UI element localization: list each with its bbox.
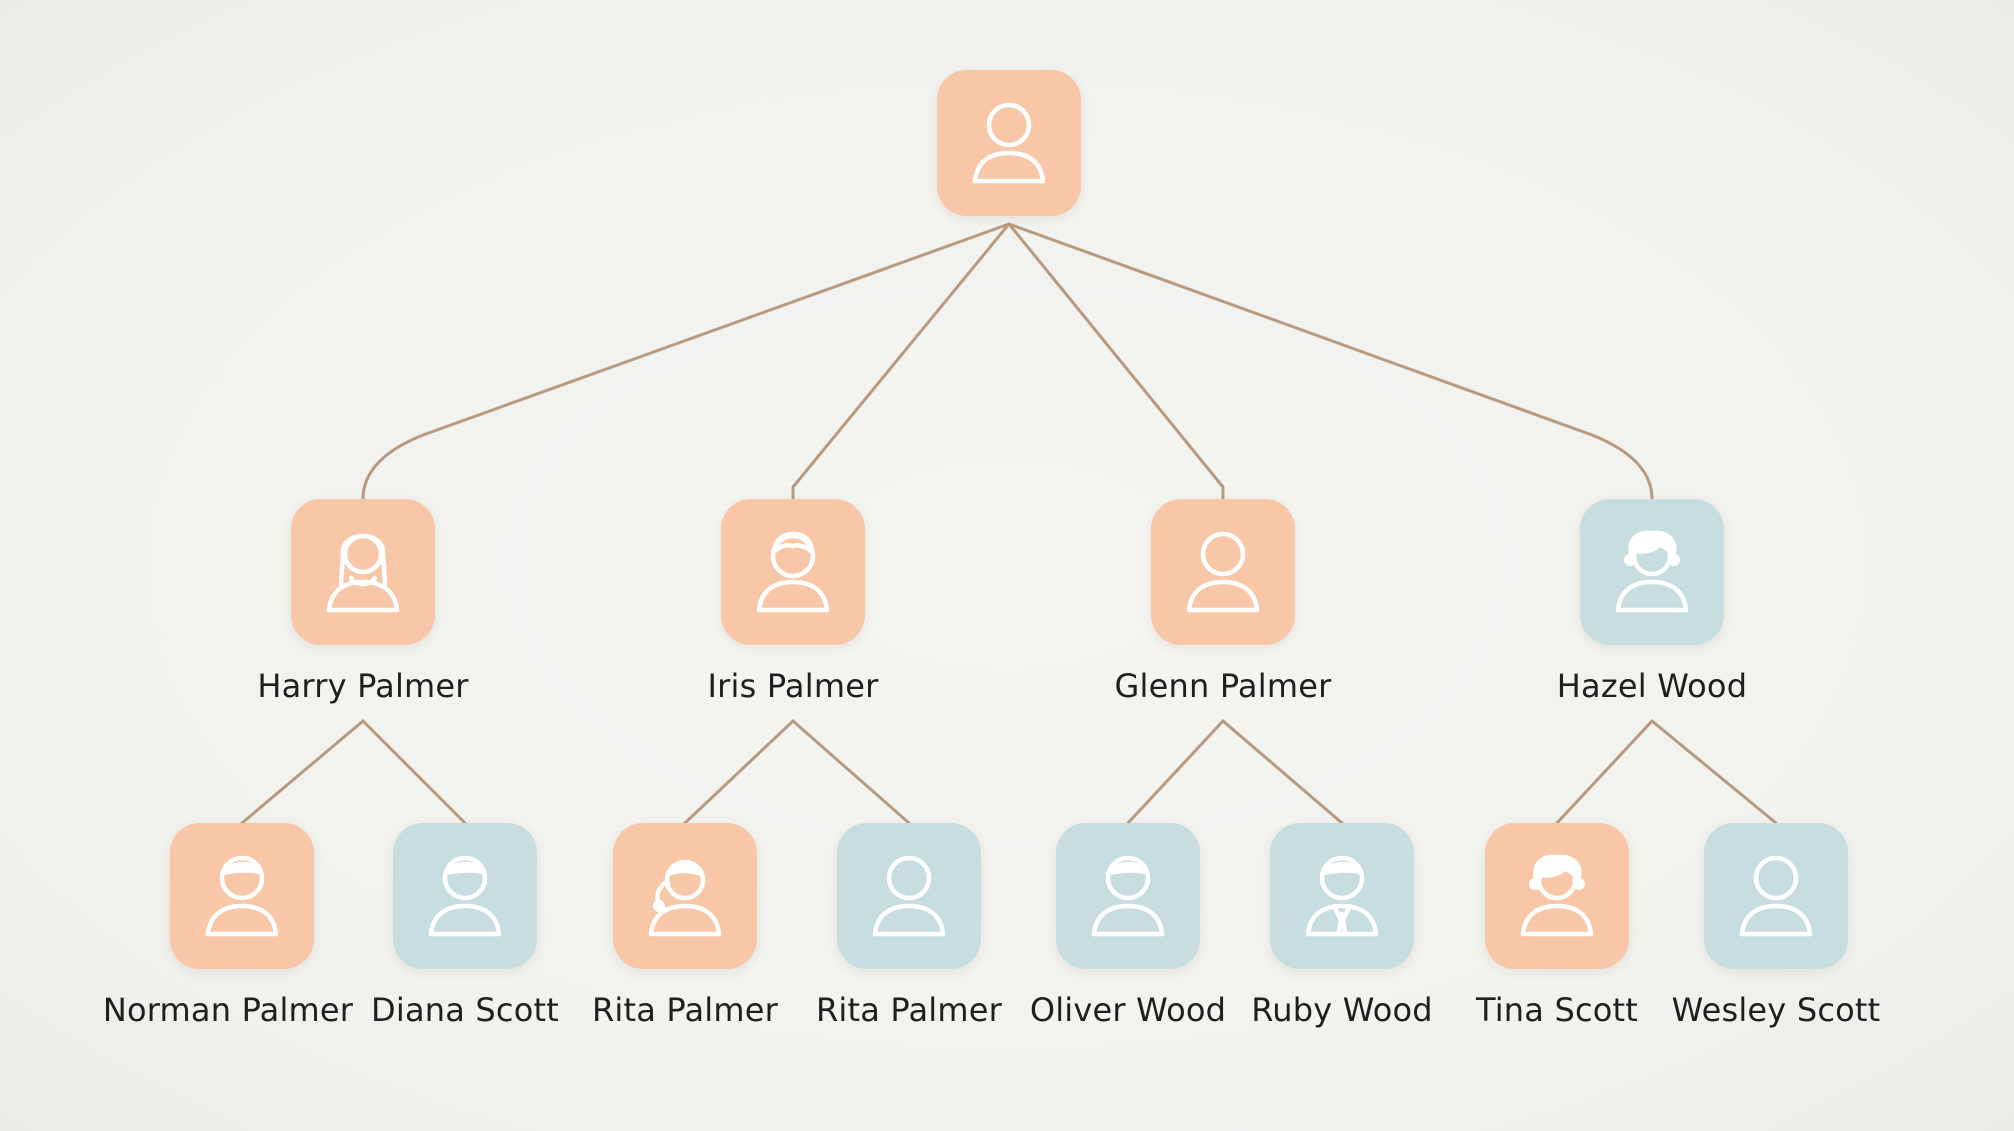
connector-line <box>1221 719 1344 825</box>
person-node-hazel-wood[interactable]: Hazel Wood <box>1557 499 1747 705</box>
avatar <box>613 823 757 969</box>
avatar <box>1580 499 1724 645</box>
root-node[interactable] <box>937 70 1081 216</box>
avatar <box>1056 823 1200 969</box>
girl-ponytail-icon <box>633 842 737 950</box>
person-node-oliver-wood[interactable]: Oliver Wood <box>1030 823 1226 1029</box>
person-name: Iris Palmer <box>707 667 879 705</box>
person-icon <box>1171 518 1275 626</box>
avatar <box>1704 823 1848 969</box>
avatar <box>1270 823 1414 969</box>
man-suit-icon <box>1290 842 1394 950</box>
woman-long-hair-icon <box>311 518 415 626</box>
person-node-norman-palmer[interactable]: Norman Palmer <box>103 823 353 1029</box>
man-hair-icon <box>1076 842 1180 950</box>
connector-line <box>1555 719 1654 825</box>
man-short-hair-icon <box>741 518 845 626</box>
person-icon <box>857 842 961 950</box>
person-name: Ruby Wood <box>1251 991 1433 1029</box>
person-name: Oliver Wood <box>1029 991 1227 1029</box>
avatar <box>393 823 537 969</box>
connector-line <box>1126 719 1225 825</box>
connector-line <box>1007 222 1654 501</box>
connector-line <box>791 222 1011 501</box>
person-name: Glenn Palmer <box>1114 667 1332 705</box>
person-icon <box>957 89 1061 197</box>
avatar <box>837 823 981 969</box>
person-name: Norman Palmer <box>102 991 354 1029</box>
woman-curly-hair-icon <box>1505 842 1609 950</box>
person-node-rita-palmer-2[interactable]: Rita Palmer <box>816 823 1002 1029</box>
person-node-tina-scott[interactable]: Tina Scott <box>1476 823 1638 1029</box>
woman-curly-hair-icon <box>1600 518 1704 626</box>
connector-line <box>791 719 911 825</box>
person-icon <box>1724 842 1828 950</box>
person-node-harry-palmer[interactable]: Harry Palmer <box>257 499 468 705</box>
person-name: Wesley Scott <box>1671 991 1881 1029</box>
person-name: Harry Palmer <box>257 667 469 705</box>
man-hair-icon <box>413 842 517 950</box>
avatar <box>1151 499 1295 645</box>
connector-line <box>361 222 1011 501</box>
person-node-diana-scott[interactable]: Diana Scott <box>371 823 559 1029</box>
connector-line <box>1650 719 1778 825</box>
person-name: Hazel Wood <box>1556 667 1748 705</box>
avatar <box>291 499 435 645</box>
person-name: Diana Scott <box>371 991 559 1029</box>
person-node-iris-palmer[interactable]: Iris Palmer <box>708 499 878 705</box>
person-node-glenn-palmer[interactable]: Glenn Palmer <box>1115 499 1331 705</box>
person-name: Rita Palmer <box>815 991 1003 1029</box>
person-node-wesley-scott[interactable]: Wesley Scott <box>1672 823 1880 1029</box>
connector-line <box>683 719 795 825</box>
root-avatar <box>937 70 1081 216</box>
person-node-rita-palmer-1[interactable]: Rita Palmer <box>592 823 778 1029</box>
connector-line <box>240 719 365 825</box>
avatar <box>721 499 865 645</box>
connector-line <box>361 719 467 825</box>
person-node-ruby-wood[interactable]: Ruby Wood <box>1251 823 1433 1029</box>
man-hair-icon <box>190 842 294 950</box>
connector-line <box>1007 222 1225 501</box>
person-name: Tina Scott <box>1475 991 1639 1029</box>
avatar <box>170 823 314 969</box>
person-name: Rita Palmer <box>591 991 779 1029</box>
avatar <box>1485 823 1629 969</box>
